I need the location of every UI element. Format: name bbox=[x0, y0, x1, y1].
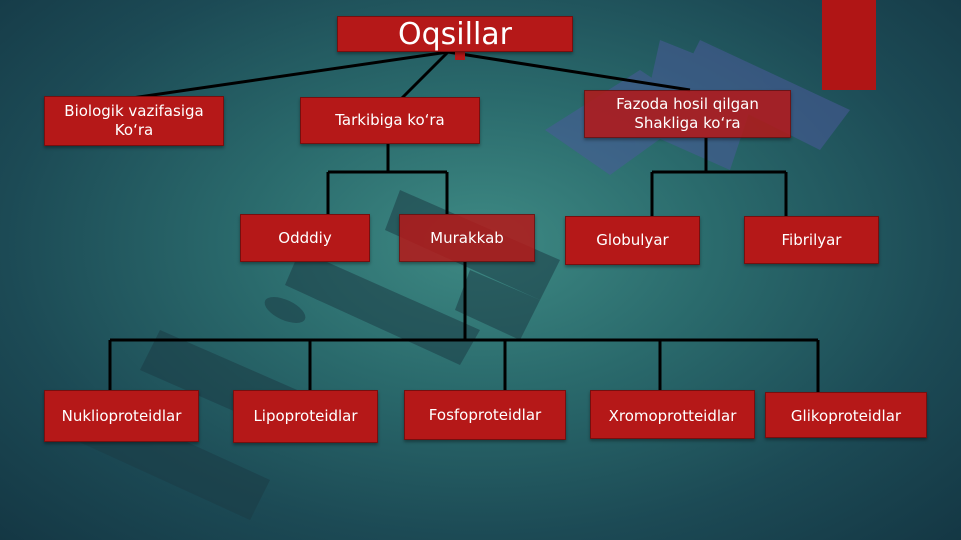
node-biologik-vazifasiga: Biologik vazifasiga Ko‘ra bbox=[44, 96, 224, 146]
node-label: Xromoprotteidlar bbox=[608, 407, 737, 425]
node-label: Glikoproteidlar bbox=[790, 407, 902, 425]
root-node: Oqsillar bbox=[337, 16, 573, 52]
node-murakkab: Murakkab bbox=[399, 214, 535, 262]
node-lipoproteidlar: Lipoproteidlar bbox=[233, 390, 378, 443]
node-label: Odddiy bbox=[278, 228, 332, 247]
node-label: Murakkab bbox=[430, 229, 504, 247]
node-label: Fibrilyar bbox=[781, 230, 842, 249]
root-label: Oqsillar bbox=[397, 16, 512, 52]
node-fosfoproteidlar: Fosfoproteidlar bbox=[404, 390, 566, 440]
node-nuklioproteidlar: Nuklioproteidlar bbox=[44, 390, 199, 442]
node-label: Fosfoproteidlar bbox=[428, 405, 542, 424]
node-globulyar: Globulyar bbox=[565, 216, 700, 265]
node-odddiy: Odddiy bbox=[240, 214, 370, 262]
node-label: Tarkibiga ko‘ra bbox=[335, 111, 445, 129]
node-label: Biologik vazifasiga Ko‘ra bbox=[64, 102, 204, 139]
node-tarkibiga: Tarkibiga ko‘ra bbox=[300, 97, 480, 144]
node-label: Globulyar bbox=[596, 231, 669, 249]
node-label: Fazoda hosil qilgan Shakliga ko‘ra bbox=[616, 95, 759, 132]
corner-accent-bar bbox=[822, 0, 876, 90]
node-fibrilyar: Fibrilyar bbox=[744, 216, 879, 264]
node-xromoprotteidlar: Xromoprotteidlar bbox=[590, 390, 755, 439]
node-fazoda-hosil-qilgan: Fazoda hosil qilgan Shakliga ko‘ra bbox=[584, 90, 791, 138]
node-glikoproteidlar: Glikoproteidlar bbox=[765, 392, 927, 438]
node-label: Lipoproteidlar bbox=[253, 407, 358, 425]
node-label: Nuklioproteidlar bbox=[61, 406, 182, 425]
